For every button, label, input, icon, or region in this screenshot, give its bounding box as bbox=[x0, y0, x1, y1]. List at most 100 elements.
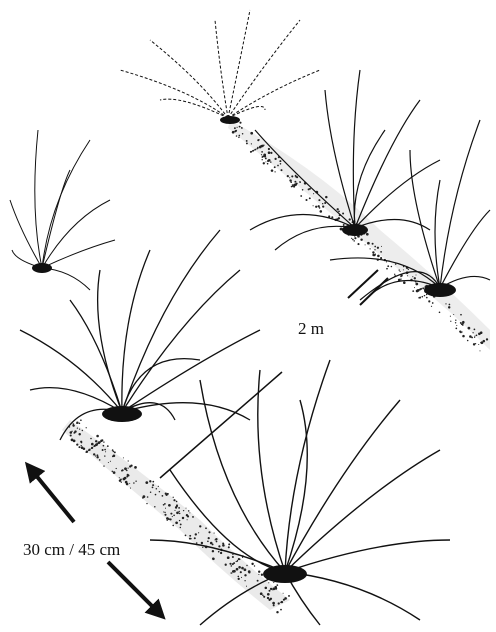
soil-dot bbox=[176, 511, 179, 514]
soil-dot bbox=[105, 451, 106, 452]
soil-dot bbox=[143, 495, 146, 498]
soil-dot bbox=[164, 512, 165, 513]
soil-dot bbox=[424, 295, 426, 297]
soil-dot bbox=[78, 446, 80, 448]
soil-dot bbox=[201, 542, 203, 544]
soil-dot bbox=[244, 580, 245, 581]
soil-dot bbox=[78, 433, 80, 435]
soil-dot bbox=[121, 482, 122, 483]
soil-dot bbox=[228, 546, 230, 548]
soil-dot bbox=[263, 596, 265, 598]
soil-dot bbox=[272, 602, 275, 605]
soil-dot bbox=[112, 471, 113, 472]
soil-dot bbox=[172, 525, 174, 527]
soil-dot bbox=[462, 335, 465, 338]
soil-dot bbox=[232, 570, 235, 573]
soil-dot bbox=[337, 208, 339, 210]
soil-dot bbox=[244, 574, 246, 576]
soil-dot bbox=[448, 306, 450, 308]
soil-dot bbox=[273, 604, 275, 606]
soil-dot bbox=[239, 126, 241, 128]
soil-dot bbox=[215, 538, 217, 540]
soil-dot bbox=[222, 542, 224, 544]
soil-dot bbox=[180, 527, 181, 528]
plant-top-center bbox=[120, 10, 320, 124]
soil-dot bbox=[263, 145, 264, 146]
soil-dot bbox=[284, 597, 287, 600]
soil-dot bbox=[162, 495, 164, 497]
soil-dot bbox=[272, 588, 275, 591]
soil-dot bbox=[164, 503, 166, 505]
soil-dot bbox=[287, 175, 289, 177]
soil-dot bbox=[187, 519, 188, 520]
soil-dot bbox=[73, 423, 74, 424]
soil-dot bbox=[103, 465, 104, 466]
soil-dot bbox=[236, 135, 238, 137]
soil-dot bbox=[168, 504, 171, 507]
soil-dot bbox=[174, 510, 175, 511]
soil-dot bbox=[237, 576, 239, 578]
soil-dot bbox=[253, 150, 254, 151]
soil-dot bbox=[281, 601, 283, 603]
soil-dot bbox=[173, 497, 174, 498]
soil-dot bbox=[262, 594, 264, 596]
soil-dot bbox=[96, 454, 98, 456]
soil-dot bbox=[408, 269, 409, 270]
soil-dot bbox=[320, 210, 323, 213]
soil-dot bbox=[183, 517, 184, 518]
soil-dot bbox=[178, 507, 180, 509]
soil-dot bbox=[380, 257, 382, 259]
soil-dot bbox=[218, 545, 220, 547]
soil-dot bbox=[164, 514, 166, 516]
soil-dot bbox=[175, 521, 178, 524]
soil-dot bbox=[459, 330, 461, 332]
soil-dot bbox=[414, 277, 416, 279]
soil-dot bbox=[236, 561, 237, 562]
soil-dot bbox=[422, 287, 424, 289]
soil-dot bbox=[475, 343, 476, 344]
soil-dot bbox=[189, 535, 191, 537]
soil-dot bbox=[480, 332, 481, 333]
soil-dot bbox=[102, 449, 104, 451]
soil-dot bbox=[108, 462, 109, 463]
soil-dot bbox=[95, 440, 97, 442]
soil-dot bbox=[270, 598, 272, 600]
soil-dot bbox=[208, 531, 210, 533]
soil-dot bbox=[255, 149, 256, 150]
soil-dot bbox=[121, 470, 123, 472]
soil-dot bbox=[387, 265, 389, 267]
plant-bottom-front bbox=[150, 360, 450, 625]
soil-dot bbox=[274, 171, 275, 172]
soil-dot bbox=[305, 199, 307, 201]
soil-dot bbox=[225, 564, 227, 566]
soil-dot bbox=[101, 439, 103, 441]
soil-dot bbox=[244, 568, 247, 571]
soil-dot bbox=[231, 565, 233, 567]
soil-dot bbox=[72, 424, 74, 426]
soil-dot bbox=[280, 163, 282, 165]
soil-dot bbox=[229, 563, 231, 565]
soil-dot bbox=[186, 514, 188, 516]
soil-dot bbox=[251, 151, 252, 152]
soil-dot bbox=[271, 169, 274, 172]
soil-dot bbox=[218, 551, 220, 553]
soil-dot bbox=[474, 335, 475, 336]
soil-dot bbox=[293, 186, 295, 188]
soil-dot bbox=[152, 481, 154, 483]
soil-dot bbox=[467, 340, 469, 342]
soil-dot bbox=[176, 501, 178, 503]
soil-dot bbox=[239, 122, 241, 124]
soil-dot bbox=[135, 480, 136, 481]
soil-dot bbox=[278, 602, 280, 604]
soil-dot bbox=[188, 510, 190, 512]
soil-dot bbox=[279, 160, 281, 162]
soil-dot bbox=[473, 343, 475, 345]
soil-dot bbox=[232, 131, 235, 134]
soil-dot bbox=[156, 488, 158, 490]
soil-dot bbox=[167, 493, 169, 495]
soil-dot bbox=[240, 571, 242, 573]
soil-dot bbox=[360, 238, 362, 240]
soil-dot bbox=[269, 590, 271, 592]
